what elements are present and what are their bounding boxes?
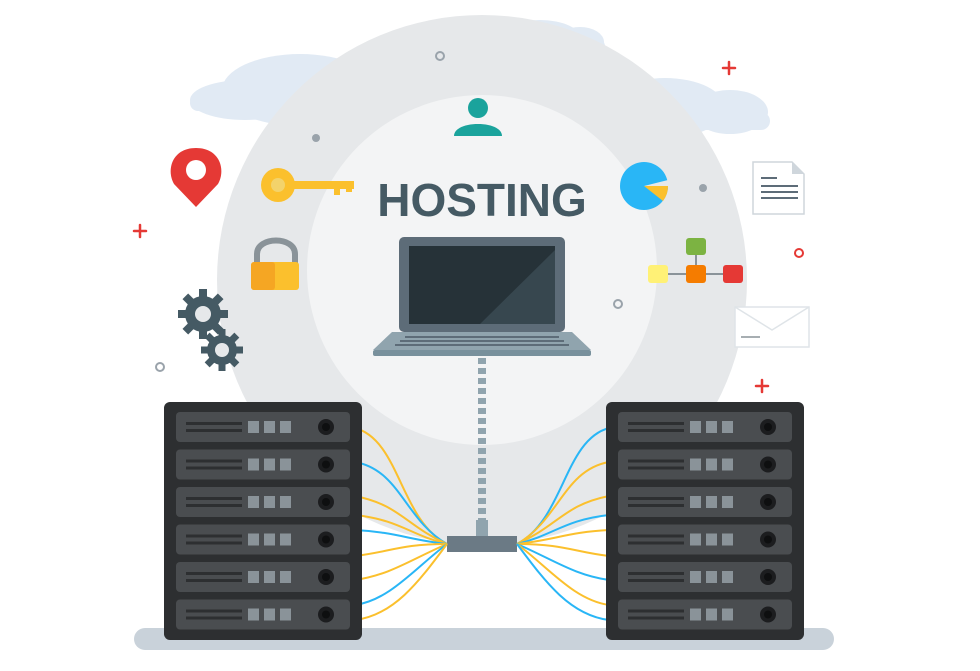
sitemap-icon bbox=[648, 238, 743, 283]
server-unit bbox=[176, 487, 350, 517]
server-unit bbox=[618, 524, 792, 555]
server-unit bbox=[618, 412, 792, 442]
key-icon bbox=[261, 168, 354, 202]
server-rack-right bbox=[606, 402, 804, 640]
server-unit bbox=[618, 562, 792, 592]
connector-cable bbox=[447, 358, 517, 552]
server-unit bbox=[176, 524, 350, 555]
server-unit bbox=[176, 449, 350, 480]
decorations bbox=[132, 51, 804, 394]
user-icon bbox=[454, 98, 502, 136]
hosting-title: HOSTING bbox=[377, 174, 587, 226]
server-rack-left bbox=[164, 402, 362, 640]
server-unit bbox=[176, 599, 350, 630]
envelope-icon bbox=[734, 306, 810, 348]
server-unit bbox=[618, 487, 792, 517]
document-icon bbox=[752, 161, 805, 215]
network-cables bbox=[354, 427, 610, 621]
pie-chart-icon bbox=[620, 162, 669, 210]
server-unit bbox=[618, 599, 792, 630]
server-unit bbox=[618, 449, 792, 480]
server-unit bbox=[176, 562, 350, 592]
server-unit bbox=[176, 412, 350, 442]
padlock-icon bbox=[251, 237, 299, 290]
laptop-icon bbox=[373, 237, 591, 356]
location-pin-icon bbox=[170, 148, 222, 207]
gears-icon bbox=[178, 289, 243, 371]
